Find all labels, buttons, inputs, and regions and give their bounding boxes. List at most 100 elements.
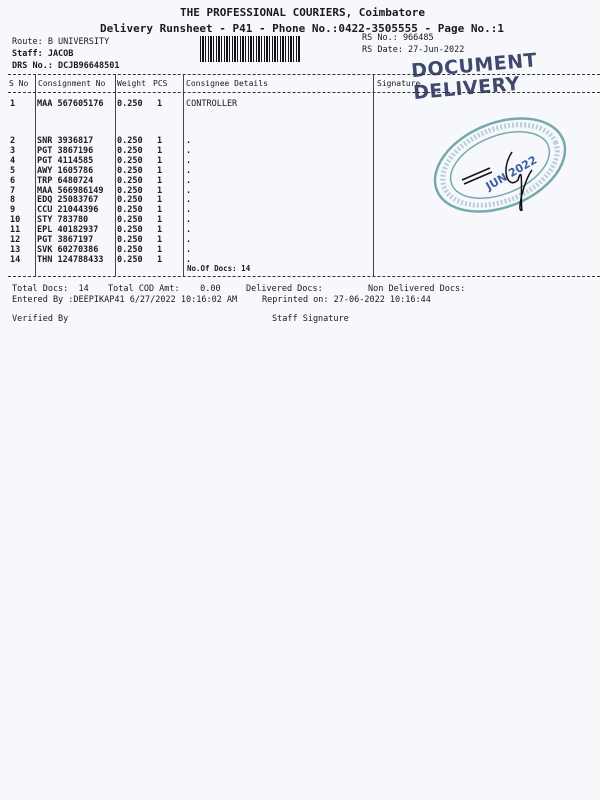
row-sno: 12 [10, 235, 21, 245]
row-sno: 8 [10, 195, 16, 206]
weight: 0.250 [117, 225, 143, 236]
runsheet-subtitle: Delivery Runsheet - P41 - Phone No.:0422… [100, 22, 504, 35]
weight: 0.250 [117, 244, 143, 255]
pcs: 1 [157, 254, 163, 265]
column-divider [35, 74, 36, 276]
col-signature: Signature [377, 79, 421, 88]
table-row: 4 PGT 4114585 0.250 1. [0, 156, 380, 166]
table-row: 3 PGT 3867196 0.250 1. [0, 146, 380, 156]
col-consignee: Consignee Details [186, 79, 268, 88]
consignment-number: CCU 21044396 [37, 205, 99, 216]
barcode [200, 36, 300, 62]
consignee-details: . [186, 195, 192, 206]
staff: Staff: JACOB [12, 49, 74, 59]
consignee-details: . [186, 136, 192, 146]
pcs: 1 [157, 99, 163, 109]
table-row: 10 STY 783780 0.250 1. [0, 215, 380, 225]
consignment-number: PGT 4114585 [37, 155, 94, 166]
row-sno: 10 [10, 215, 21, 226]
drs-number: DRS No.: DCJB96648501 [12, 61, 120, 71]
consignment-number: EDQ 25083767 [37, 195, 99, 206]
row-sno: 11 [10, 225, 21, 236]
pcs: 1 [157, 215, 163, 226]
column-divider [183, 74, 184, 276]
divider [8, 92, 600, 93]
col-pcs: PCS [153, 79, 168, 88]
no-of-docs: No.Of Docs: 14 [187, 264, 251, 273]
weight: 0.250 [117, 145, 143, 156]
rs-number: RS No.: 966485 [362, 33, 434, 43]
row-sno: 5 [10, 165, 16, 176]
divider [8, 276, 600, 277]
pcs: 1 [157, 244, 163, 255]
consignment-number: TRP 6480724 [37, 175, 94, 186]
consignment-number: AWY 1605786 [37, 165, 94, 176]
weight: 0.250 [117, 195, 143, 206]
col-sno: S No [9, 79, 29, 88]
consignment-number: SNR 3936817 [37, 136, 94, 146]
total-cod: Total COD Amt: 0.00 [108, 284, 221, 294]
staff-signature: Staff Signature [272, 314, 349, 324]
row-sno: 14 [10, 254, 21, 265]
entered-by: Entered By :DEEPIKAP41 6/27/2022 10:16:0… [12, 295, 238, 305]
consignee-details: . [186, 155, 192, 166]
consignment-number: PGT 3867196 [37, 145, 94, 156]
non-delivered-docs: Non Delivered Docs: [368, 284, 466, 294]
consignee-details: . [186, 145, 192, 156]
consignee-details: . [186, 175, 192, 186]
consignee-details: . [186, 244, 192, 255]
consignee-details: . [186, 165, 192, 176]
weight: 0.250 [117, 205, 143, 216]
pcs: 1 [157, 195, 163, 206]
pcs: 1 [157, 205, 163, 216]
total-docs: Total Docs: 14 [12, 284, 89, 294]
weight: 0.250 [117, 254, 143, 265]
column-divider [115, 74, 116, 276]
pcs: 1 [157, 185, 163, 196]
consignment-number: MAA 567605176 [37, 99, 104, 109]
table-row: 8 EDQ 25083767 0.250 1. [0, 195, 380, 205]
pcs: 1 [157, 136, 163, 146]
verified-by: Verified By [12, 314, 69, 324]
weight: 0.250 [117, 215, 143, 226]
weight: 0.250 [117, 185, 143, 196]
row-sno: 3 [10, 145, 16, 156]
weight: 0.250 [117, 235, 143, 245]
row-sno: 6 [10, 175, 16, 186]
row-sno: 4 [10, 155, 16, 166]
consignment-number: THN 124788433 [37, 254, 104, 265]
row-sno: 7 [10, 185, 16, 196]
consignee-details: . [186, 215, 192, 226]
consignment-number: STY 783780 [37, 215, 89, 226]
weight: 0.250 [117, 175, 143, 186]
weight: 0.250 [117, 136, 143, 146]
signature [461, 151, 533, 211]
row-sno: 1 [10, 99, 16, 109]
col-consignment: Consignment No [38, 79, 106, 88]
svg-text:JUN 2022: JUN 2022 [483, 153, 539, 193]
consignee-details: . [186, 225, 192, 236]
consignee-details: CONTROLLER [186, 99, 238, 109]
company-title: THE PROFESSIONAL COURIERS, Coimbatore [180, 6, 426, 19]
pcs: 1 [157, 155, 163, 166]
consignee-details: . [186, 235, 192, 245]
column-divider [373, 74, 374, 276]
round-seal-stamp: JUN 2022 [433, 117, 567, 213]
rs-date: RS Date: 27-Jun-2022 [362, 45, 465, 55]
row-sno: 9 [10, 205, 16, 216]
pcs: 1 [157, 235, 163, 245]
divider [8, 74, 600, 75]
pcs: 1 [157, 145, 163, 156]
row-sno: 13 [10, 244, 21, 255]
delivered-docs: Delivered Docs: [246, 284, 323, 294]
weight: 0.250 [117, 155, 143, 166]
